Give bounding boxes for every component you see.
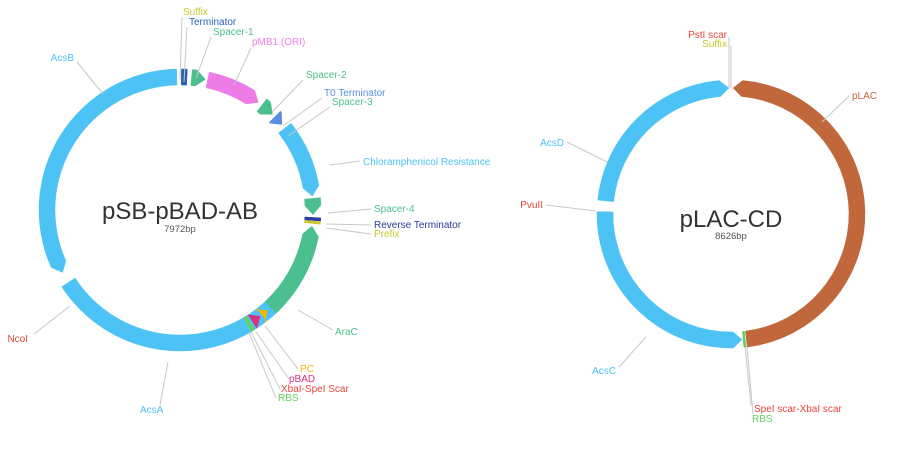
leader-line-terminator [183,26,188,83]
leader-line-spacer3 [287,106,331,137]
feature-label-pc: PC [300,364,314,375]
feature-arc-acsb [38,68,178,273]
feature-arc-prefix [304,220,321,225]
feature-label-rbs: RBS [278,393,299,404]
leader-line-t0 [282,97,323,127]
plasmid-length: 7972bp [164,224,196,235]
leader-line-cmr [329,160,361,166]
leader-line-pbad [255,331,290,380]
feature-arc-acsd [597,80,730,202]
leader-line-acsb [76,61,104,95]
plasmid-length: 8626bp [715,231,747,242]
feature-label-xbai-spei-scar: XbaI-SpeI Scar [281,384,349,395]
feature-arc-t0-terminator [268,110,283,125]
feature-arcs [596,80,866,349]
feature-label-suffix: Suffix [702,39,727,50]
feature-label-ncoi: NcoI [7,334,28,345]
plasmid-name: pLAC-CD [680,206,783,233]
leader-line-spacer2 [271,79,304,113]
leader-line-prefix [325,227,372,235]
feature-arc-reverse-terminator [304,216,322,222]
leader-line-acsd [566,141,608,163]
leader-line-spacer1 [195,36,212,79]
feature-arcs [38,68,322,352]
feature-label-spacer2: Spacer-2 [306,70,347,81]
plasmid-map-psb-pbad-ab: pSB-pBAD-AB 7972bp AcsB Suffix Terminato… [7,7,490,416]
feature-label-pbad: pBAD [289,374,315,385]
feature-label-psti-scar: PstI scar [688,30,728,41]
leader-line-spacer4 [327,208,372,214]
feature-arc-spacer-2 [256,98,273,115]
leader-line-plac [821,95,850,123]
leader-line-pc [264,325,299,370]
leader-line-xbai [250,331,281,390]
feature-arc-plac [732,80,866,348]
leader-line-spei-scar [744,346,752,406]
leader-line-rbs [248,332,277,399]
feature-label-plac: pLAC [852,91,877,102]
feature-label-t0-terminator: T0 Terminator [324,88,386,99]
feature-arc-acsc [596,211,743,349]
leader-line-acsc [618,336,647,368]
leader-line-rbs [746,346,754,415]
feature-label-pvuii: PvuII [520,200,543,211]
leader-line-revterm [325,223,372,226]
feature-label-arac: AraC [335,327,358,338]
leader-line-arac [297,309,334,331]
feature-arc-chloramphenicol-resistance [278,122,320,197]
feature-label-chloramphenicol: Chloramphenicol Resistance [363,157,491,168]
feature-label-rbs: RBS [752,414,773,425]
feature-arc-spacer-1 [190,69,206,87]
feature-label-acsc: AcsC [592,366,616,377]
plasmid-map-plac-cd: pLAC-CD 8626bp PstI scar Suffix pLAC Acs… [520,30,877,425]
feature-label-prefix: Prefix [374,229,400,240]
feature-label-reverse-terminator: Reverse Terminator [374,220,462,231]
feature-arc-arac [264,225,319,314]
feature-label-acsa: AcsA [140,405,164,416]
leader-line-pvuii [545,204,597,212]
leader-line-ncoi [33,305,71,335]
feature-label-pmb1: pMB1 (ORI) [252,37,305,48]
leader-line-suffix [179,16,183,81]
feature-label-spei-scar-xbai-scar: SpeI scar-XbaI scar [754,404,842,415]
feature-label-spacer4: Spacer-4 [374,204,415,215]
leader-line-pmb1 [233,47,252,86]
plasmid-name: pSB-pBAD-AB [102,198,258,225]
feature-arc-pbad [247,314,261,329]
leader-line-acsa [159,361,169,406]
feature-arc-pmb1-ori [205,71,259,105]
feature-label-terminator: Terminator [189,17,237,28]
feature-arc-spacer-4 [304,197,322,216]
feature-arc-pc [254,308,268,324]
feature-label-spacer3: Spacer-3 [332,97,373,108]
feature-label-spacer1: Spacer-1 [213,27,254,38]
feature-arc-rbs [243,315,256,332]
feature-label-acsb: AcsB [51,53,75,64]
feature-label-acsd: AcsD [540,138,564,149]
feature-arc-acsa [61,277,284,352]
feature-label-suffix: Suffix [183,7,208,18]
